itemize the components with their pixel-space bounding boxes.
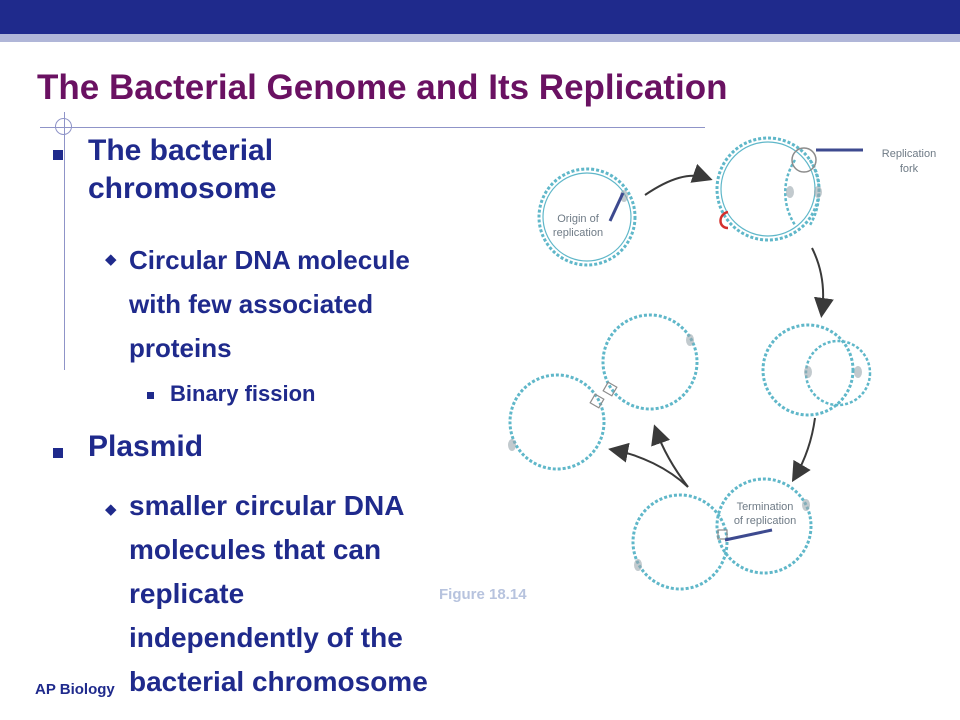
bullet-1-sub-line-2: with few associated <box>129 289 374 319</box>
bullet-2-sub-line-2: molecules that can <box>129 534 382 565</box>
decorative-crosshair-circle <box>55 118 72 135</box>
origin-label-1: Origin of <box>557 213 600 225</box>
bullet-2-sub-line-1: smaller circular DNA <box>129 490 405 521</box>
sub-sub-bullet-marker <box>147 392 154 399</box>
fork-label-2: fork <box>900 163 919 175</box>
bullet-2-sub-line-4: independently of the <box>129 622 403 653</box>
bullet-2: Plasmid <box>88 430 204 463</box>
bullet-marker <box>53 150 63 160</box>
sub-bullet-marker: ◆ <box>105 251 117 268</box>
top-bar-accent <box>0 34 960 42</box>
sub-bullet-marker: ◆ <box>105 501 117 518</box>
chromosome-replicating: Replication fork <box>715 136 936 242</box>
top-bar <box>0 0 960 34</box>
bullet-2-sub-line-5: bacterial chromosome <box>129 666 428 697</box>
arrow-3 <box>791 417 816 483</box>
bullet-1-sub-sub: Binary fission <box>170 381 316 406</box>
arrow-5 <box>608 442 689 488</box>
bullet-1-sub-line-1: Circular DNA molecule <box>129 245 410 275</box>
figure-label: Figure 18.14 <box>439 586 527 603</box>
origin-label-2: replication <box>553 227 603 239</box>
chromosome-origin: Origin of replication <box>537 167 637 267</box>
bullet-1: The bacterial chromosome <box>88 132 276 208</box>
bullet-2-sub: smaller circular DNA molecules that can … <box>129 484 428 704</box>
termination-label-2: of replication <box>734 515 796 527</box>
arrow-1 <box>644 163 713 196</box>
chromosome-termination: Termination of replication <box>631 477 813 591</box>
arrow-4 <box>651 424 689 488</box>
bullet-1-sub-line-3: proteins <box>129 333 232 363</box>
footer-course-label: AP Biology <box>35 681 115 698</box>
bullet-1-sub: Circular DNA molecule with few associate… <box>129 238 410 370</box>
decorative-vertical-line <box>64 112 65 370</box>
decorative-horizontal-line <box>40 127 705 128</box>
bullet-1-line-1: The bacterial <box>88 134 274 167</box>
termination-label-1: Termination <box>737 501 794 513</box>
bullet-2-sub-line-3: replicate <box>129 578 245 609</box>
arrow-2 <box>811 247 834 318</box>
chromosome-daughters <box>508 313 699 471</box>
fork-label-1: Replication <box>882 148 936 160</box>
slide-title: The Bacterial Genome and Its Replication <box>37 68 728 107</box>
bullet-marker <box>53 448 63 458</box>
chromosome-theta <box>761 323 872 417</box>
bullet-1-line-2: chromosome <box>88 172 277 205</box>
